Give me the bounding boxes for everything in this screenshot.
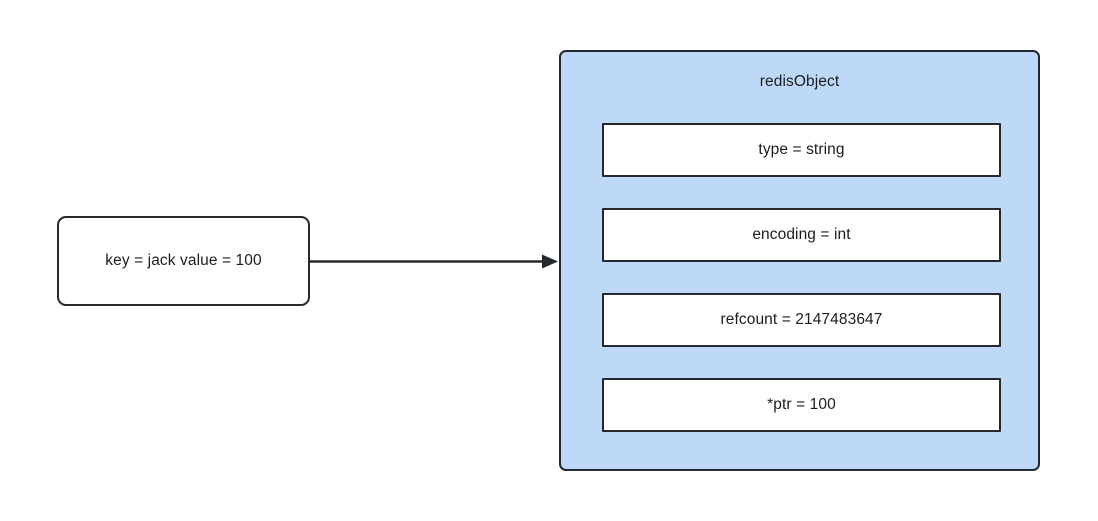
redisobject-title: redisObject: [759, 73, 840, 90]
key-value-node: key = jack value = 100: [57, 216, 310, 306]
field-label-type: type = string: [758, 141, 845, 158]
field-label-ptr: *ptr = 100: [767, 396, 836, 413]
arrow-head-icon: [542, 254, 558, 269]
field-box-refcount: refcount = 2147483647: [602, 293, 1001, 347]
key-value-label: key = jack value = 100: [105, 252, 262, 269]
arrow-key-to-redisobject: [308, 247, 562, 277]
field-label-encoding: encoding = int: [752, 226, 851, 243]
field-box-encoding: encoding = int: [602, 208, 1001, 262]
field-box-type: type = string: [602, 123, 1001, 177]
redisobject-panel: redisObject type = string encoding = int…: [559, 50, 1040, 471]
redisobject-field-list: type = string encoding = int refcount = …: [602, 123, 1001, 432]
field-box-ptr: *ptr = 100: [602, 378, 1001, 432]
field-label-refcount: refcount = 2147483647: [720, 311, 883, 328]
